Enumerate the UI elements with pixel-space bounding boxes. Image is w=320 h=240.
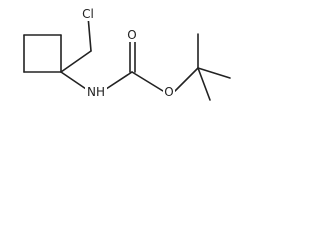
bond-ring-to-ch2 (60, 50, 92, 73)
bond-tert-carbon-to-methyl-right (197, 67, 231, 79)
bond-ring-to-nh (60, 71, 90, 92)
bond-tert-carbon-to-methyl-bottom (197, 67, 211, 101)
ester-oxygen-label: O (164, 85, 173, 99)
chemical-structure-diagram: Cl NH O O (23, 7, 231, 101)
bond-ch2-to-cl (87, 15, 92, 52)
carbonyl-oxygen-label: O (127, 28, 136, 42)
nitrogen-atom-label: NH (87, 85, 105, 99)
bond-ester-o-to-tert-carbon (174, 67, 199, 92)
bond-carbonyl-to-ester-o (131, 71, 164, 92)
chlorine-atom-label: Cl (82, 7, 94, 21)
bond-nh-to-carbonyl (102, 71, 133, 92)
